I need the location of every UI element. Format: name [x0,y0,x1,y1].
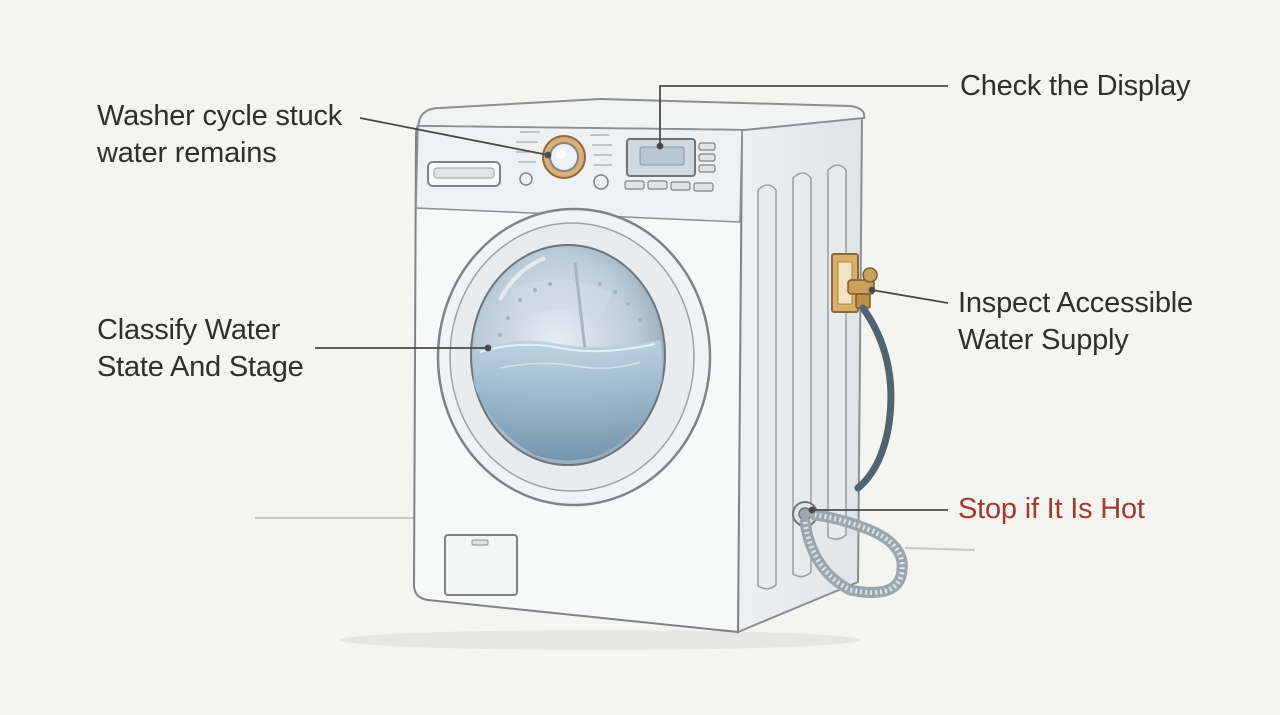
callout-stuck: Washer cycle stuck water remains [97,98,342,172]
pause-button [593,174,609,190]
leader-display [659,85,948,146]
washer-top [416,97,866,132]
callout-classify-line2: State And Stage [97,351,304,383]
callout-classify: Classify Water State And Stage [97,312,304,386]
door-assembly [436,207,712,507]
callout-stuck-line1: Washer cycle stuck [97,100,343,132]
callout-supply-line2: Water Supply [958,324,1129,356]
leader-stuck [359,117,549,156]
callout-hot: Stop if It Is Hot [958,491,1145,528]
callout-hot-line1: Stop if It Is Hot [958,493,1145,525]
callout-display: Check the Display [960,68,1191,105]
standing-water [473,340,663,461]
start-button [519,172,533,186]
callout-display-line1: Check the Display [960,70,1191,102]
control-panel [415,125,743,223]
inlet-hose [854,304,895,492]
callout-supply: Inspect Accessible Water Supply [958,285,1193,359]
drain-hose [792,501,908,598]
water-supply-valve [831,253,878,313]
callout-classify-line1: Classify Water [97,314,281,346]
callout-supply-line1: Inspect Accessible [958,287,1193,319]
callout-stuck-line2: water remains [97,137,277,169]
callout-leaders [315,85,949,514]
washer-side-panel [736,116,864,634]
floor-lines [255,517,976,650]
leader-supply [871,289,949,304]
filter-access-door [444,534,518,596]
